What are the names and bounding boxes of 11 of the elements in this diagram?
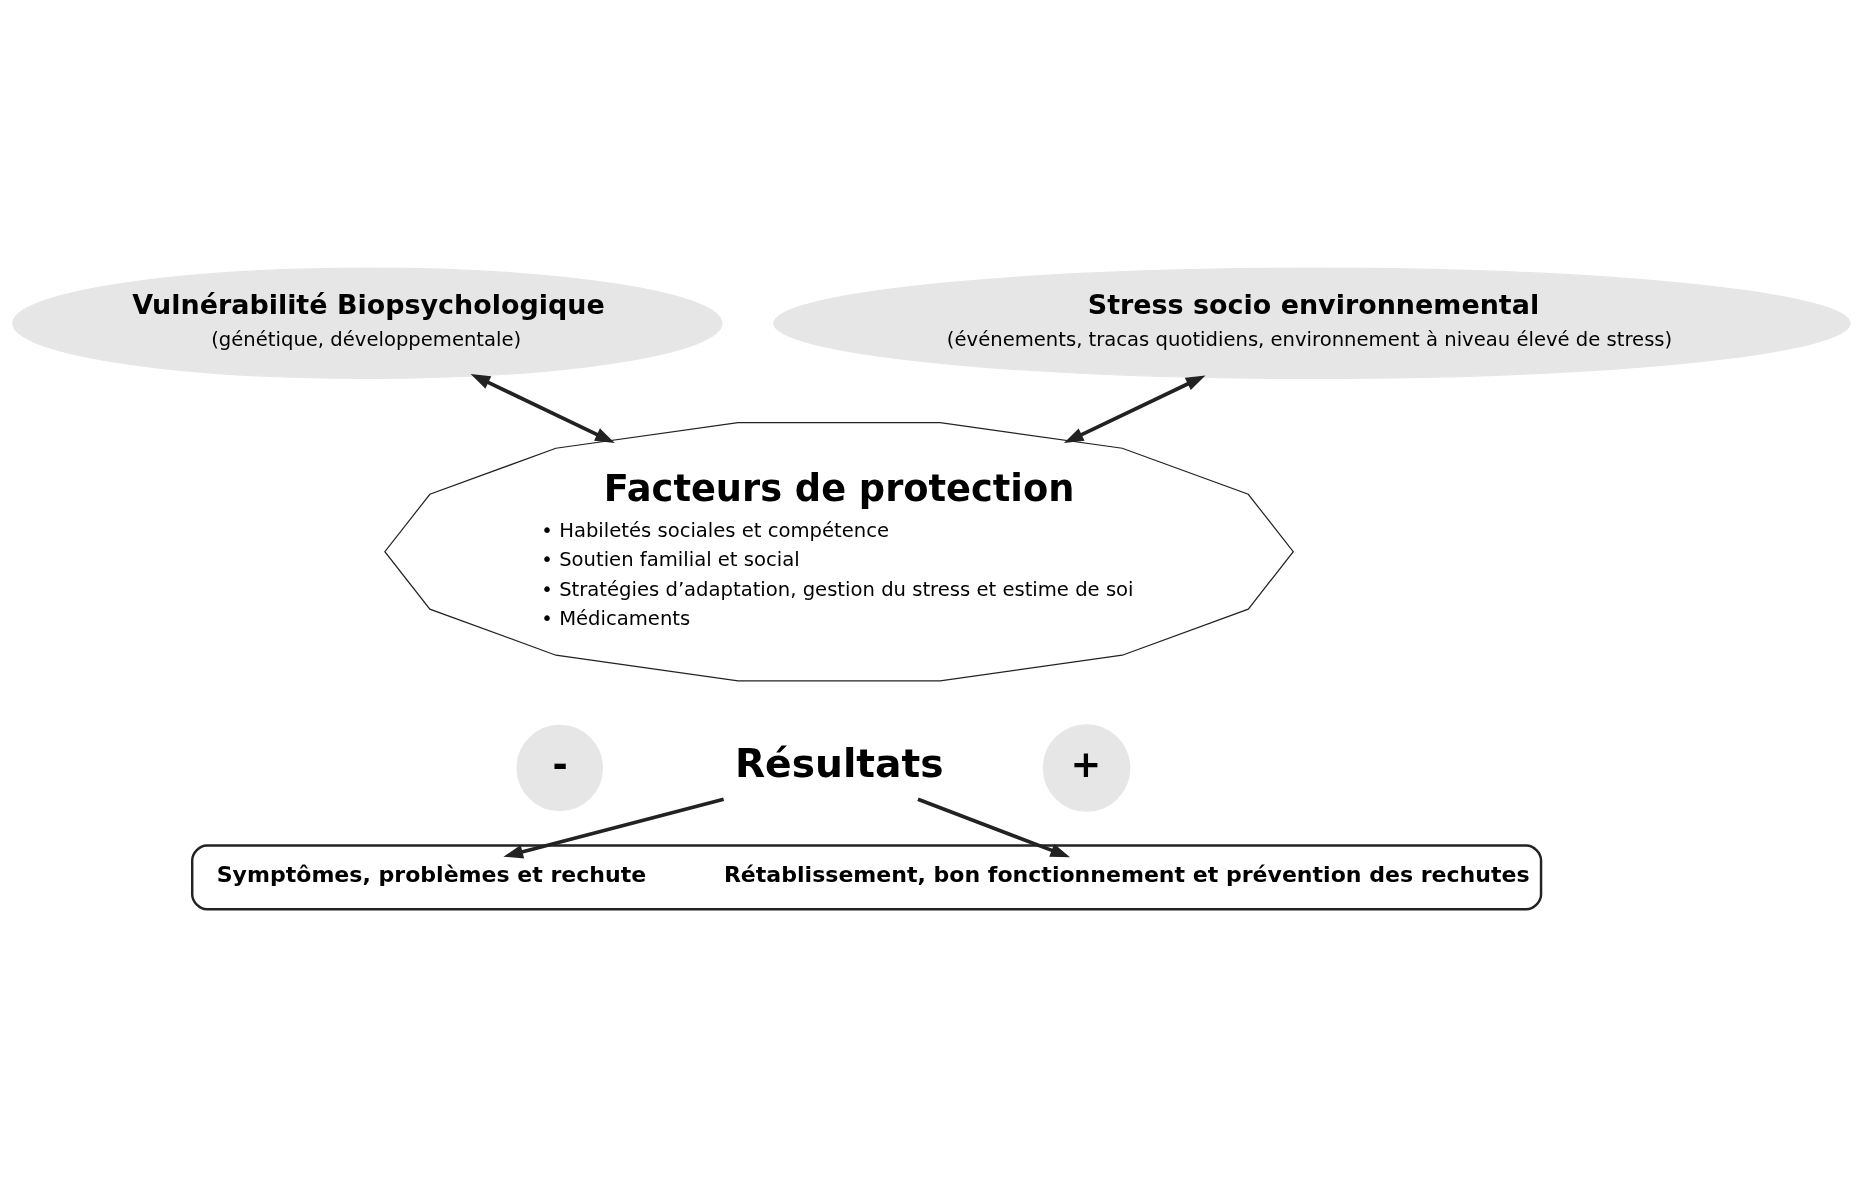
arrow — [470, 374, 615, 444]
node-circle: - — [516, 724, 603, 812]
node-text: Symptômes, problèmes et rechute — [216, 861, 647, 887]
node-ellipse: Stress socio environnemental (événements, tracas quotidiens, environnement à niveau élevé de stress) — [773, 267, 1851, 380]
node-text: Rétablissement, bon fonctionnement et prévention des rechutes — [723, 861, 1530, 887]
arrow — [503, 797, 725, 859]
arrow — [1063, 375, 1206, 444]
arrow — [917, 797, 1071, 858]
node-text: Résultats — [734, 741, 944, 787]
node-ellipse: Vulnérabilité Biopsychologique (génétique, développementale) — [12, 267, 723, 380]
node-circle: + — [1042, 724, 1131, 812]
